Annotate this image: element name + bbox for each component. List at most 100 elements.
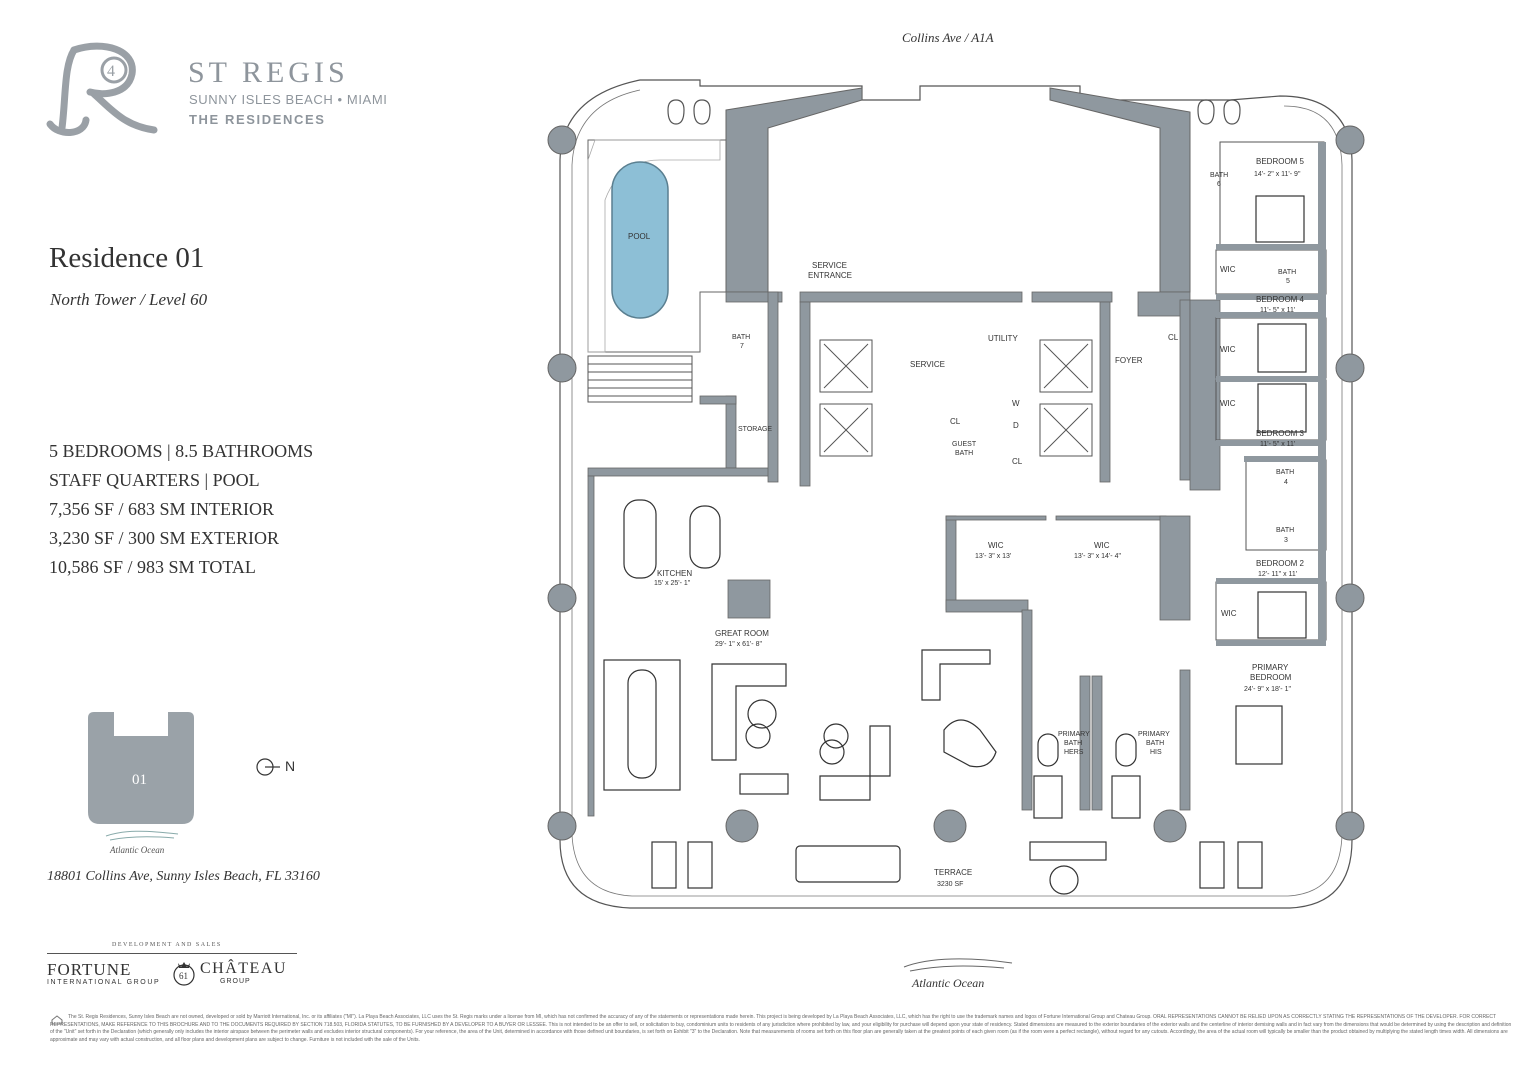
- keyplan-wave-icon: [105, 830, 179, 841]
- fortune-logo-sub: INTERNATIONAL GROUP: [47, 979, 161, 986]
- bed: [1257, 383, 1307, 433]
- room-label: WIC: [1220, 265, 1236, 274]
- ocean-label: Atlantic Ocean: [912, 976, 985, 990]
- room-label: 7: [740, 343, 744, 350]
- equal-housing-icon: [51, 1015, 63, 1025]
- room-label: ENTRANCE: [808, 271, 852, 280]
- room-label: 29'- 1" x 61'- 8": [715, 641, 762, 648]
- room-label: TERRACE: [934, 868, 972, 877]
- bed: [1257, 323, 1307, 373]
- room-label: BEDROOM 3: [1256, 429, 1305, 438]
- room-label: PRIMARY: [1252, 663, 1289, 672]
- room-label: 11'- 5" x 11': [1260, 441, 1295, 448]
- north-arrow-icon: [256, 758, 280, 776]
- street-label: Collins Ave / A1A: [902, 30, 994, 45]
- spec-line: 7,356 SF / 683 SM INTERIOR: [49, 499, 275, 519]
- column: [725, 809, 759, 843]
- room-label: BATH: [1276, 469, 1294, 476]
- room-label: WIC: [1220, 345, 1236, 354]
- room-label: HERS: [1064, 749, 1084, 756]
- keyplan-unit: 01: [132, 772, 147, 788]
- room-label: WIC: [1221, 609, 1237, 618]
- spec-line: 5 BEDROOMS | 8.5 BATHROOMS: [49, 441, 314, 461]
- room-label: W: [1012, 399, 1020, 408]
- room-label: CL: [950, 417, 961, 426]
- ocean-wave-icon: [903, 958, 1013, 972]
- svg-text:4: 4: [107, 63, 115, 80]
- room-label: PRIMARY: [1138, 731, 1170, 738]
- fortune-logo: FORTUNE: [47, 960, 132, 979]
- bed: [1235, 705, 1283, 765]
- column: [1335, 583, 1365, 613]
- room-label: 12'- 11" x 11': [1258, 571, 1297, 578]
- room-label: WIC: [1094, 541, 1110, 550]
- st-regis-logo-icon: 4: [46, 42, 158, 136]
- room-label: 3: [1284, 537, 1288, 544]
- column: [547, 125, 577, 155]
- north-label: N: [285, 758, 296, 774]
- room-label: CL: [1168, 333, 1179, 342]
- divider: [47, 953, 297, 954]
- bed: [1255, 195, 1305, 243]
- room-label: POOL: [628, 232, 651, 241]
- column: [547, 811, 577, 841]
- room-label: 14'- 2" x 11'- 9": [1254, 171, 1301, 178]
- room-label: BATH: [955, 450, 973, 457]
- room-label: BEDROOM 5: [1256, 157, 1305, 166]
- room-label: HIS: [1150, 749, 1162, 756]
- room-label: SERVICE: [812, 261, 847, 270]
- room-label: KITCHEN: [657, 569, 692, 578]
- brand-name: ST REGIS: [188, 56, 349, 89]
- developers-label: DEVELOPMENT AND SALES: [112, 942, 222, 948]
- specs-list: 5 BEDROOMS | 8.5 BATHROOMS STAFF QUARTER…: [49, 437, 313, 582]
- room-label: 13'- 3" x 14'- 4": [1074, 553, 1121, 560]
- residence-title: Residence 01: [49, 242, 205, 274]
- keyplan-ocean-label: Atlantic Ocean: [110, 845, 165, 855]
- chateau-logo-sub: GROUP: [220, 978, 251, 985]
- column: [1153, 809, 1187, 843]
- room-label: FOYER: [1115, 356, 1143, 365]
- room-label: 24'- 9" x 18'- 1": [1244, 686, 1291, 693]
- room-label: BATH: [1146, 740, 1164, 747]
- column: [1335, 125, 1365, 155]
- residence-subtitle: North Tower / Level 60: [50, 290, 208, 309]
- room-label: PRIMARY: [1058, 731, 1090, 738]
- room-label: WIC: [988, 541, 1004, 550]
- room-label: 6: [1217, 181, 1221, 188]
- brand-collection: THE RESIDENCES: [189, 112, 326, 127]
- spec-line: 10,586 SF / 983 SM TOTAL: [49, 557, 256, 577]
- room-label: GREAT ROOM: [715, 629, 769, 638]
- column: [1335, 811, 1365, 841]
- column: [547, 353, 577, 383]
- chateau-logo: CHÂTEAU: [200, 960, 287, 977]
- brand-location: SUNNY ISLES BEACH • MIAMI: [189, 92, 388, 107]
- room-label: SERVICE: [910, 360, 945, 369]
- room-label: 11'- 5" x 11': [1260, 307, 1295, 314]
- room-label: GUEST: [952, 441, 977, 448]
- column: [933, 809, 967, 843]
- pool: [611, 161, 669, 319]
- room-label: BATH: [732, 334, 750, 341]
- room-label: 5: [1286, 278, 1290, 285]
- room-label: CL: [1012, 457, 1023, 466]
- room-label: 4: [1284, 479, 1288, 486]
- room-label: BEDROOM 4: [1256, 295, 1305, 304]
- room-label: BEDROOM: [1250, 673, 1292, 682]
- disclaimer-text: The St. Regis Residences, Sunny Isles Be…: [50, 1014, 1512, 1043]
- room-label: BATH: [1064, 740, 1082, 747]
- room-label: STORAGE: [738, 426, 772, 433]
- room-label: BATH: [1210, 172, 1228, 179]
- column: [1335, 353, 1365, 383]
- bed: [1257, 591, 1307, 639]
- room-label: D: [1013, 421, 1019, 430]
- spec-line: STAFF QUARTERS | POOL: [49, 470, 260, 490]
- spec-line: 3,230 SF / 300 SM EXTERIOR: [49, 528, 280, 548]
- column: [547, 583, 577, 613]
- keyplan: 01: [88, 712, 194, 824]
- address: 18801 Collins Ave, Sunny Isles Beach, FL…: [47, 869, 320, 884]
- room-label: 13'- 3" x 13': [975, 553, 1011, 560]
- room-label: 3230 SF: [937, 881, 963, 888]
- room-label: UTILITY: [988, 334, 1018, 343]
- room-label: BATH: [1276, 527, 1294, 534]
- floor-plan: POOL: [547, 79, 1365, 909]
